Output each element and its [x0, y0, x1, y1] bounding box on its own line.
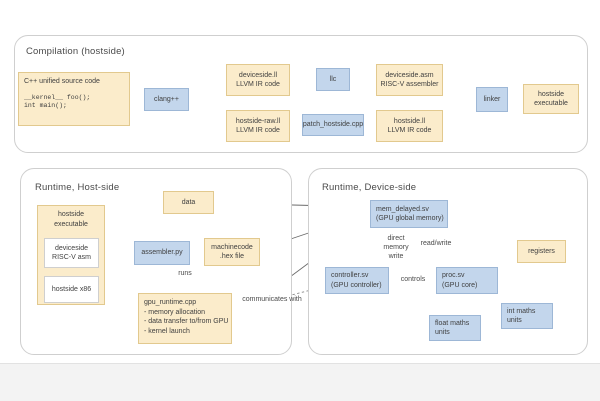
edge-label-direct-memory-write: direct memory write: [383, 235, 409, 260]
node-assembler-py[interactable]: assembler.py: [134, 241, 190, 265]
panel-compilation-title: Compilation (hostside): [26, 46, 125, 57]
node-data[interactable]: data: [163, 191, 214, 214]
node-patch-hostside[interactable]: patch_hostside.cpp: [302, 114, 364, 136]
panel-runtime-host-title: Runtime, Host-side: [35, 182, 120, 193]
node-machinecode-hex[interactable]: machinecode .hex file: [204, 238, 260, 266]
node-cpp-source-code-line2: int main();: [24, 102, 67, 109]
node-deviceside-ll[interactable]: deviceside.ll LLVM IR code: [226, 64, 290, 96]
node-controller-sv[interactable]: controller.sv (GPU controller): [325, 267, 389, 294]
edge-label-read-write: read/write: [420, 240, 452, 247]
node-gpu-runtime-cpp[interactable]: gpu_runtime.cpp - memory allocation - da…: [138, 293, 232, 344]
node-clang[interactable]: clang++: [144, 88, 189, 111]
node-hostside-raw-ll[interactable]: hostside-raw.ll LLVM IR code: [226, 110, 290, 142]
node-proc-sv[interactable]: proc.sv (GPU core): [436, 267, 498, 294]
node-linker[interactable]: linker: [476, 87, 508, 112]
node-gpu-runtime-cpp-label: gpu_runtime.cpp - memory allocation - da…: [144, 299, 229, 335]
node-hostside-ll[interactable]: hostside.ll LLVM IR code: [376, 110, 443, 142]
node-cpp-source[interactable]: C++ unified source code __kernel__ foo()…: [18, 72, 130, 126]
bottom-bar: [0, 363, 600, 401]
node-registers[interactable]: registers: [517, 240, 566, 263]
node-float-maths-units[interactable]: float maths units: [429, 315, 481, 341]
node-cpp-source-label: C++ unified source code: [24, 78, 100, 85]
edge-label-controls: controls: [400, 276, 426, 283]
node-hostside-executable[interactable]: hostside executable: [523, 84, 579, 114]
node-hostside-executable-group-label: hostside executable: [54, 211, 88, 228]
node-deviceside-asm[interactable]: deviceside.asm RISC-V assembler: [376, 64, 443, 96]
node-int-maths-units[interactable]: int maths units: [501, 303, 553, 329]
edge-label-communicates-with: communicates with: [242, 296, 302, 303]
edge-label-runs: runs: [178, 270, 192, 277]
node-cpp-source-code-line1: __kernel__ foo();: [24, 93, 91, 101]
node-llc[interactable]: llc: [316, 68, 350, 91]
node-mem-delayed-sv[interactable]: mem_delayed.sv (GPU global memory): [370, 200, 448, 228]
node-hostside-x86[interactable]: hostside x86: [44, 276, 99, 303]
panel-runtime-device-title: Runtime, Device-side: [322, 182, 417, 193]
node-deviceside-riscv-asm[interactable]: deviceside RISC-V asm: [44, 238, 99, 268]
